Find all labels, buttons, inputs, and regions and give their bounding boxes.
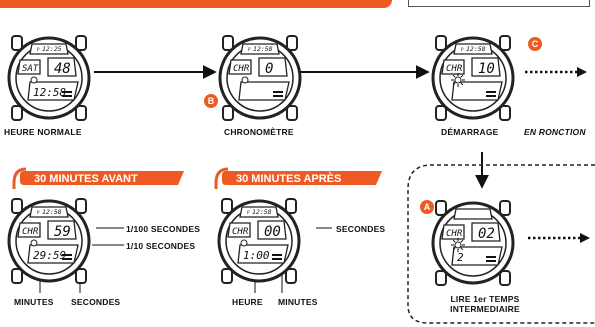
badge-before-text: 30 MINUTES AVANT [34,173,138,185]
dashed-frame [407,164,595,324]
label-1-100-seconds: 1/100 SECONDES [126,224,201,234]
label-normal-time: HEURE NORMALE [4,127,82,137]
label-seconds: SECONDES [71,297,121,307]
watch-p-indicator: P [461,47,464,52]
watch-left-text: CHR [233,64,250,74]
label-stopwatch: CHRONOMÈTRE [224,127,294,137]
watch-left-text: CHR [446,64,463,74]
header-frame [408,0,590,7]
label-split-1: LIRE 1er TEMPS [450,294,520,304]
watch-split: CHR 02 2 [428,195,518,296]
watch-p-indicator: P [37,210,40,215]
watch-right-digits: 48 [54,61,71,77]
watch-left-text: CHR [22,227,39,237]
label-in-function: EN RONCTION [524,127,586,137]
label-hour: HEURE [232,297,263,307]
button-b[interactable]: B [204,94,218,108]
flash-icon [451,238,465,252]
label-minutes-right: MINUTES [278,297,318,307]
label-start: DÉMARRAGE [441,127,499,137]
watch-right-digits: 59 [54,224,71,240]
watch-top-digits: 12:58 [42,208,62,216]
watch-top-digits: 12:58 [466,45,486,53]
label-1-10-seconds: 1/10 SECONDES [126,241,196,251]
badge-after-text: 30 MINUTES APRÈS [236,172,341,185]
label-split-2: INTERMEDIAIRE [450,304,520,314]
watch-right-digits: 00 [264,224,281,240]
watch-bottom-digits: 2 [457,251,464,264]
watch-top-digits: 12:25 [42,45,62,53]
button-c[interactable]: C [528,37,542,51]
label-minutes: MINUTES [14,297,54,307]
button-a[interactable]: A [420,200,434,214]
watch-top-digits: 12:58 [252,208,272,216]
watch-right-digits: 0 [265,61,273,77]
watch-left-text: CHR [446,229,463,239]
watch-top-digits: 12:58 [253,45,273,53]
watch-p-indicator: P [37,47,40,52]
watch-right-digits: 10 [478,61,495,77]
badge-after: 30 MINUTES APRÈS [214,167,390,191]
watch-left-text: CHR [232,227,249,237]
header-bar [0,0,392,8]
watch-p-indicator: P [247,210,250,215]
badge-before: 30 MINUTES AVANT [12,167,188,191]
flash-icon [451,73,465,87]
watch-left-text: SAT [22,64,39,74]
watch-bottom-digits: 29:59 [33,249,66,262]
watch-bottom-digits: 1:00 [243,249,270,262]
watch-p-indicator: P [248,47,251,52]
label-seconds-right: SECONDES [336,224,386,234]
watch-bottom-digits: 12:58 [33,86,66,99]
watch-right-digits: 02 [478,226,495,242]
